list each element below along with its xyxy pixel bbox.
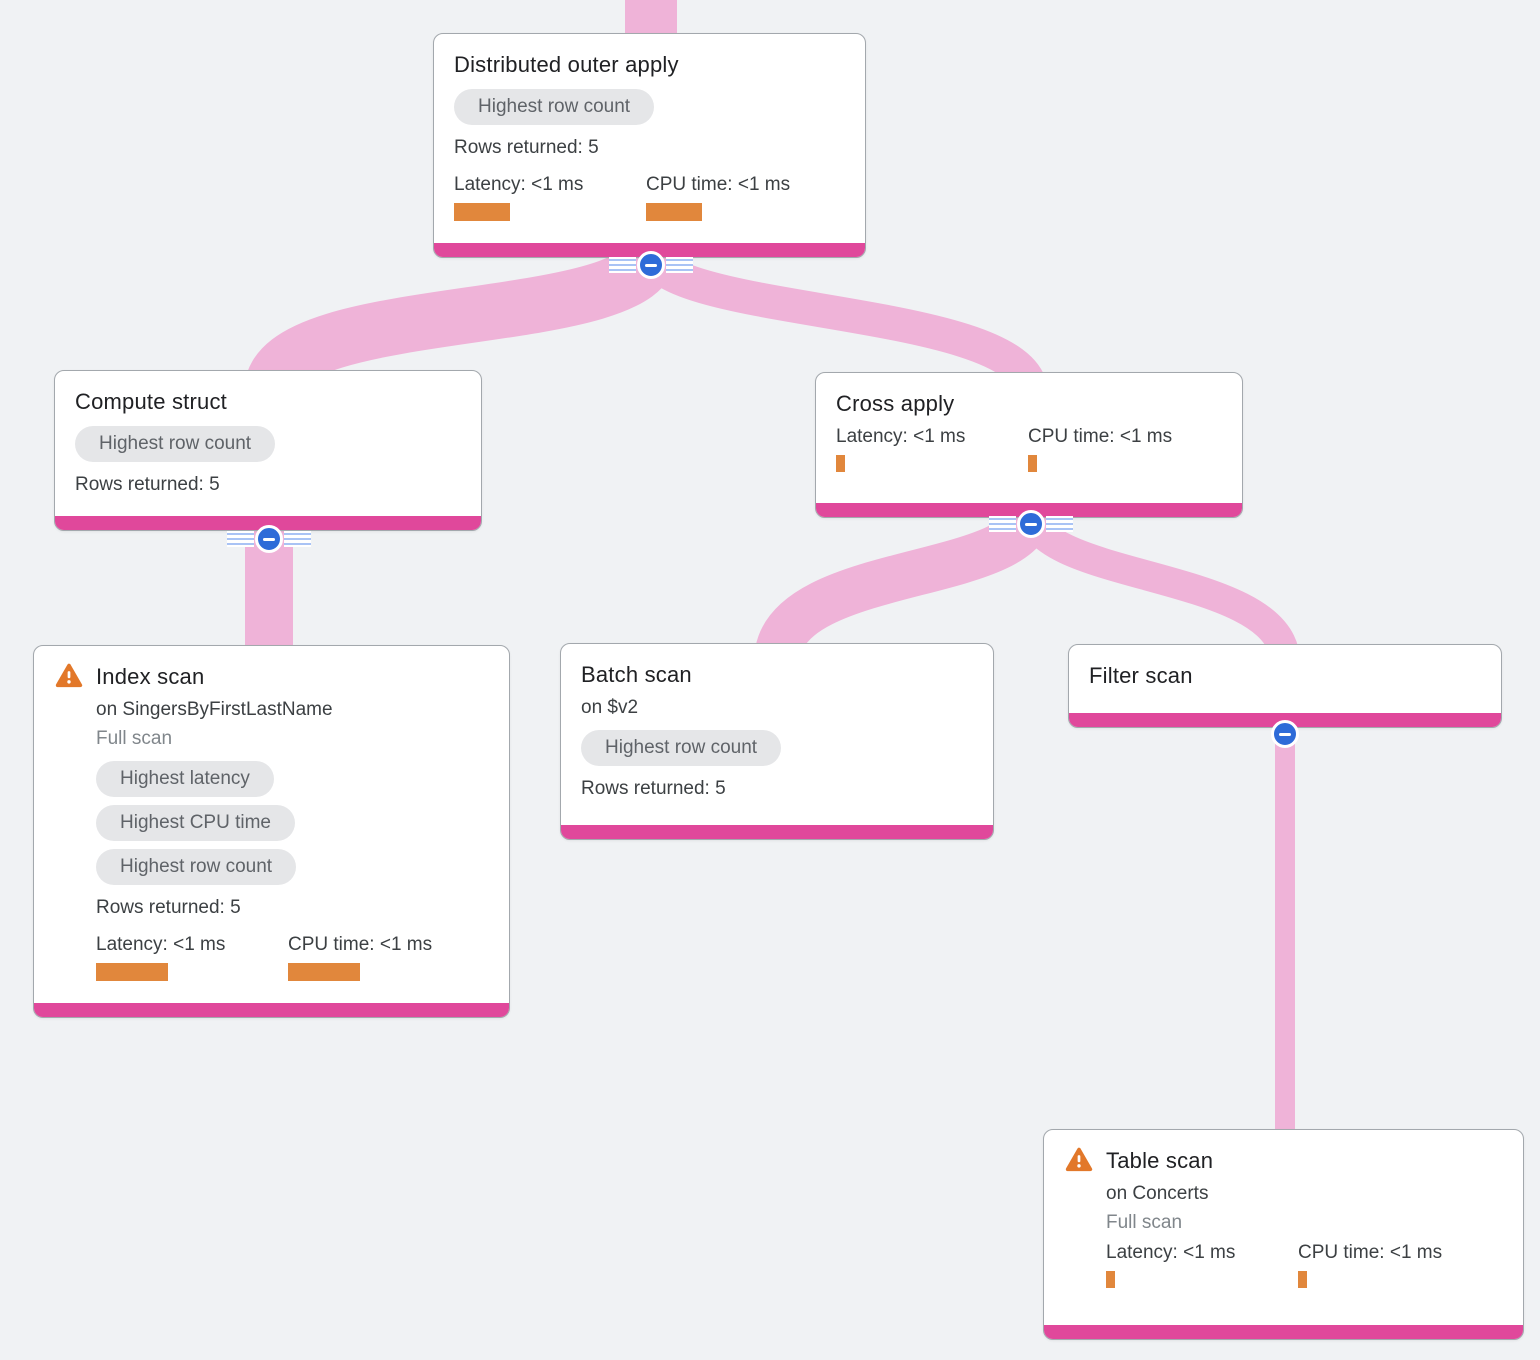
- edge-distributed-to-compute: [244, 242, 679, 397]
- edge-distributed-to-cross: [634, 246, 1048, 397]
- badge-highest-latency: Highest latency: [96, 761, 274, 797]
- stripe-decoration: [227, 531, 254, 547]
- node-title: Batch scan: [581, 662, 692, 687]
- latency-label: Latency: <1 ms: [454, 174, 584, 195]
- collapse-button-cross[interactable]: [989, 510, 1073, 538]
- scan-type-label: Full scan: [1106, 1212, 1183, 1233]
- node-title: Distributed outer apply: [454, 52, 679, 77]
- node-title: Index scan: [96, 664, 205, 689]
- badge-highest-row-count: Highest row count: [75, 426, 276, 462]
- stripe-decoration: [1046, 516, 1073, 532]
- edge-cross-to-filter: [1016, 507, 1300, 664]
- node-footer-bar: [434, 243, 865, 257]
- latency-bar: [96, 963, 168, 981]
- cpu-bar: [288, 963, 360, 981]
- node-compute-struct[interactable]: Compute struct Highest row count Rows re…: [54, 370, 482, 531]
- node-footer-bar: [55, 516, 481, 530]
- collapse-minus-icon: [1017, 510, 1045, 538]
- collapse-button-distributed[interactable]: [609, 251, 693, 279]
- latency-bar: [836, 455, 845, 472]
- cpu-bar: [1028, 455, 1037, 472]
- node-title: Cross apply: [836, 391, 955, 416]
- collapse-minus-icon: [255, 525, 283, 553]
- cpu-label: CPU time: <1 ms: [288, 934, 433, 955]
- node-footer-bar: [34, 1003, 509, 1017]
- latency-metric: Latency: <1 ms: [836, 425, 1028, 472]
- latency-label: Latency: <1 ms: [1106, 1242, 1236, 1263]
- badge-highest-row-count: Highest row count: [454, 89, 655, 125]
- node-batch-scan[interactable]: Batch scan on $v2 Highest row count Rows…: [560, 643, 994, 840]
- stripe-decoration: [609, 257, 636, 273]
- cpu-label: CPU time: <1 ms: [1298, 1242, 1443, 1263]
- node-footer-bar: [561, 825, 993, 839]
- rows-returned: Rows returned: 5: [454, 137, 599, 158]
- collapse-minus-icon: [637, 251, 665, 279]
- badge-highest-row-count: Highest row count: [96, 849, 297, 885]
- badge-highest-row-count: Highest row count: [581, 730, 782, 766]
- latency-metric: Latency: <1 ms: [1106, 1241, 1298, 1288]
- collapse-button-compute[interactable]: [227, 525, 311, 553]
- stripe-decoration: [666, 257, 693, 273]
- latency-bar: [454, 203, 510, 221]
- node-title: Compute struct: [75, 389, 227, 414]
- rows-returned: Rows returned: 5: [96, 897, 241, 918]
- warning-icon: [55, 663, 83, 688]
- cpu-bar: [646, 203, 702, 221]
- node-title: Filter scan: [1089, 663, 1193, 688]
- node-distributed-outer-apply[interactable]: Distributed outer apply Highest row coun…: [433, 33, 866, 258]
- rows-returned: Rows returned: 5: [75, 474, 220, 495]
- warning-icon: [1065, 1147, 1093, 1172]
- cpu-metric: CPU time: <1 ms: [1298, 1241, 1503, 1288]
- node-title: Table scan: [1106, 1148, 1214, 1173]
- cpu-metric: CPU time: <1 ms: [288, 933, 489, 981]
- latency-metric: Latency: <1 ms: [454, 173, 646, 221]
- node-table-scan[interactable]: Table scan on Concerts Full scan Latency…: [1043, 1129, 1524, 1340]
- rows-returned: Rows returned: 5: [581, 778, 726, 799]
- cpu-label: CPU time: <1 ms: [646, 174, 791, 195]
- node-filter-scan[interactable]: Filter scan: [1068, 644, 1502, 728]
- node-subtitle: on SingersByFirstLastName: [96, 699, 333, 720]
- badge-highest-cpu-time: Highest CPU time: [96, 805, 295, 841]
- node-subtitle: on Concerts: [1106, 1183, 1209, 1204]
- node-cross-apply[interactable]: Cross apply Latency: <1 ms CPU time: <1 …: [815, 372, 1243, 518]
- latency-label: Latency: <1 ms: [836, 426, 966, 447]
- collapse-button-filter[interactable]: [1270, 720, 1300, 748]
- stripe-decoration: [284, 531, 311, 547]
- cpu-metric: CPU time: <1 ms: [1028, 425, 1222, 472]
- cpu-metric: CPU time: <1 ms: [646, 173, 845, 221]
- node-footer-bar: [1044, 1325, 1523, 1339]
- cpu-label: CPU time: <1 ms: [1028, 426, 1173, 447]
- edge-cross-to-batch: [754, 504, 1054, 665]
- node-index-scan[interactable]: Index scan on SingersByFirstLastName Ful…: [33, 645, 510, 1018]
- collapse-minus-icon: [1271, 720, 1299, 748]
- latency-bar: [1106, 1271, 1115, 1288]
- latency-metric: Latency: <1 ms: [96, 933, 288, 981]
- latency-label: Latency: <1 ms: [96, 934, 226, 955]
- node-subtitle: on $v2: [581, 697, 639, 718]
- stripe-decoration: [989, 516, 1016, 532]
- cpu-bar: [1298, 1271, 1307, 1288]
- scan-type-label: Full scan: [96, 728, 173, 749]
